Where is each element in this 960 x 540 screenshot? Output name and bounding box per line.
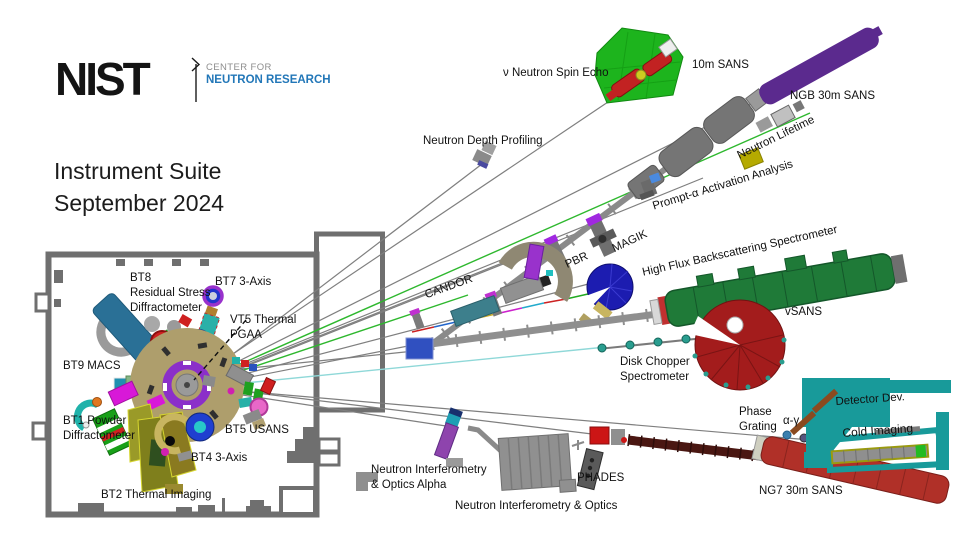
reactor xyxy=(130,328,244,442)
interferometry-alpha-instrument xyxy=(433,407,463,467)
detector-dev-block xyxy=(802,378,890,427)
beamline-pbr xyxy=(213,242,557,380)
label-bt1: BT1 Powder Diffractometer xyxy=(63,415,136,442)
bt1-instrument xyxy=(74,380,166,456)
label-10m-sans: 10m SANS xyxy=(692,59,749,71)
mini-instrument-b xyxy=(409,307,425,330)
beamline-imaging xyxy=(215,388,823,442)
bt4-instrument xyxy=(154,412,215,462)
hfbs-instrument xyxy=(578,263,634,327)
candor-instrument xyxy=(450,241,573,328)
label-phase-grating: Phase Grating xyxy=(739,406,777,433)
label-bt7: BT7 3-Axis xyxy=(215,276,272,288)
beamline-prompt-alpha xyxy=(212,177,704,378)
bt5-instrument xyxy=(225,357,277,430)
neutron-lifetime-apparatus xyxy=(738,100,805,170)
candor-detector-arc xyxy=(498,241,573,302)
prompt-alpha-instrument xyxy=(639,172,662,201)
label-nio-alpha: Neutron Interferometry & Optics Alpha xyxy=(371,464,487,491)
beamline-hfbs xyxy=(213,281,597,383)
ndp-instrument xyxy=(472,140,497,169)
ngb-30m-sans-vessel xyxy=(759,26,883,105)
imaging-stations xyxy=(789,378,951,474)
vsans-shielding-box xyxy=(405,337,434,360)
label-bt2: BT2 Thermal Imaging xyxy=(101,489,212,501)
confinement-building xyxy=(31,231,385,518)
label-vt5: VT5 Thermal PGAA xyxy=(230,314,297,341)
label-dcs: Disk Chopper Spectrometer xyxy=(620,356,690,383)
beamline-ng7 xyxy=(214,387,593,435)
label-bt5: BT5 USANS xyxy=(225,424,289,436)
vt5-pointer-line xyxy=(193,319,247,381)
beamline-ngb30m xyxy=(212,100,758,375)
beamline-nse xyxy=(211,101,609,369)
nist-logo-wordmark: NIST xyxy=(55,53,151,105)
interferometry-optics-instrument xyxy=(356,425,577,493)
bt2-instrument xyxy=(127,403,197,494)
dcs-instrument xyxy=(597,299,787,391)
beamlines xyxy=(211,100,823,442)
label-nio: Neutron Interferometry & Optics xyxy=(455,500,618,512)
page-title-line2: September 2024 xyxy=(54,190,225,216)
yellow-monitor xyxy=(738,147,764,170)
reactor-and-bt-instruments xyxy=(74,285,277,494)
label-alpha-gamma: α-γ xyxy=(783,415,800,427)
label-bt9: BT9 MACS xyxy=(63,360,121,372)
label-phades: PHADES xyxy=(577,472,625,484)
phades-instrument xyxy=(571,440,604,491)
label-vsans: vSANS xyxy=(785,306,823,318)
label-ngb-30m-sans: NGB 30m SANS xyxy=(790,90,875,102)
label-nse: ν Neutron Spin Echo xyxy=(503,67,609,79)
page-title-line1: Instrument Suite xyxy=(54,158,222,184)
logo-center-for: CENTER FOR xyxy=(206,62,272,73)
magik-instrument xyxy=(585,212,617,257)
beamline-dcs xyxy=(214,346,607,387)
nist-logo-bracket xyxy=(191,57,201,102)
beamline-ndp xyxy=(211,163,483,371)
label-bt4: BT4 3-Axis xyxy=(191,452,248,464)
beamline-lifetime xyxy=(212,112,811,377)
label-ng7-30m-sans: NG7 30m SANS xyxy=(759,485,843,497)
nse-instrument xyxy=(594,27,684,104)
label-bt8: BT8 Residual Stress Diffractometer xyxy=(130,272,211,314)
logo-neutron-research: NEUTRON RESEARCH xyxy=(206,74,331,86)
label-neutron-depth-profiling: Neutron Depth Profiling xyxy=(423,135,543,147)
